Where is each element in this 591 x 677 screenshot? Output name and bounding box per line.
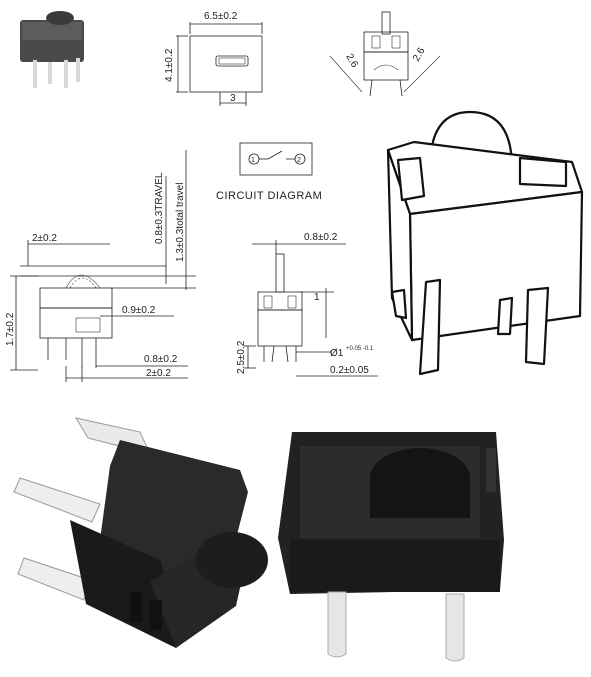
circuit-diagram: 1 2 CIRCUIT DIAGRAM [216,142,322,202]
dim-diameter: Ø1 [330,348,344,359]
circuit-diagram-title: CIRCUIT DIAGRAM [216,190,322,202]
dim-lead-right: 2.6 [411,46,428,64]
thumbnail-photo [20,11,84,88]
side-view-drawing: 0.8±0.2 1 2.5±0.2 Ø1 +0.05 -0.1 0.2±0.05 [236,232,378,377]
dim-pin-pitch: 2±0.2 [146,368,171,379]
dim-pin-length: 2.5±0.2 [236,340,247,374]
photo-switch-right [278,432,504,662]
isometric-drawing [386,110,584,376]
dim-overall-height: 1.7±0.2 [5,312,16,346]
dim-total-travel: 1.3±0.3total travel [175,183,186,262]
dim-travel: 0.8±0.3TRAVEL [154,172,165,244]
dim-diameter-tol: +0.05 -0.1 [346,346,374,352]
dim-plunger: 0.9±0.2 [122,305,156,316]
dim-pitch: 2±0.2 [32,233,57,244]
front-view-drawing: 2±0.2 0.8±0.3TRAVEL 1.3±0.3total travel … [5,150,196,382]
dim-slot: 3 [230,93,236,104]
top-view-drawing: 6.5±0.2 4.1±0.2 3 [164,11,263,106]
dim-one: 1 [314,292,320,303]
dim-top-plunger: 0.8±0.2 [304,232,338,243]
photo-switch-left [13,417,268,648]
dim-lead-left: 2.6 [343,52,360,70]
circuit-pin-1: 1 [251,157,255,164]
lead-angle-drawing: 2.6 2.6 [329,11,441,97]
circuit-pin-2: 2 [297,157,301,164]
dim-width: 6.5±0.2 [204,11,238,22]
dim-pin-width: 0.8±0.2 [144,354,178,365]
dim-thickness: 0.2±0.05 [330,365,369,376]
dim-height: 4.1±0.2 [164,48,175,82]
